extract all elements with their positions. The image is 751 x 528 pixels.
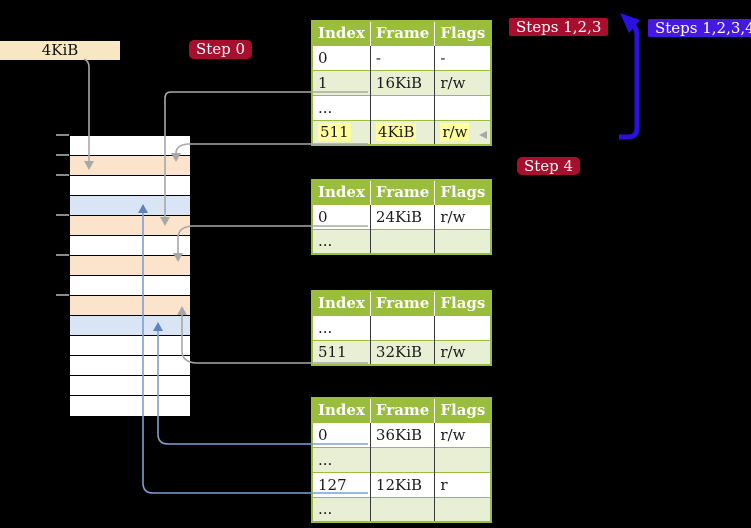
column-header: Index: [312, 291, 371, 315]
frame-cell: [369, 446, 435, 472]
step0-badge: Step 0: [189, 40, 253, 59]
flags-cell: r/w: [434, 203, 492, 229]
column-header: Flags: [434, 398, 492, 422]
flags-cell: r/w: [434, 421, 492, 447]
memory-frame-row-white: [70, 136, 190, 156]
big-walk-arrow: [619, 19, 640, 140]
index-cell: 511: [312, 339, 371, 365]
steps1234-badge: Steps 1,2,3,4: [648, 19, 751, 37]
flags-cell: [434, 496, 492, 522]
index-cell: 127: [312, 471, 371, 497]
table-row: ...: [312, 94, 492, 120]
step4-badge: Step 4: [517, 157, 581, 175]
frame-cell: 32KiB: [369, 339, 435, 365]
frame-size-label: 4KiB: [0, 41, 120, 60]
column-header: Index: [312, 180, 371, 204]
table-row-highlighted: 511 4KiB r/w: [312, 119, 492, 145]
table-row: 511 32KiB r/w: [312, 339, 492, 365]
memory-frame-row-blue: [70, 196, 190, 216]
flags-cell: r/w: [434, 119, 492, 145]
flags-cell: [434, 314, 492, 340]
table-row: ...: [312, 446, 492, 472]
memory-frame-row-white: [70, 176, 190, 196]
flags-cell: [434, 94, 492, 120]
page-table-level2: Index Frame Flags ... 511 32KiB r/w: [311, 290, 493, 366]
memory-frame-row-peach: [70, 256, 190, 276]
memory-frame-row-white: [70, 396, 190, 416]
memory-frame-row-white: [70, 236, 190, 256]
page-table-level1: Index Frame Flags 0 36KiB r/w ... 127 12…: [311, 397, 493, 523]
memory-frame-row-blue: [70, 316, 190, 336]
flags-cell: r: [434, 471, 492, 497]
table-header-row: Index Frame Flags: [312, 398, 492, 422]
column-header: Index: [312, 398, 371, 422]
frame-cell: [369, 314, 435, 340]
column-header: Flags: [434, 180, 492, 204]
highlight-mark: 4KiB: [375, 123, 417, 142]
table-header-row: Index Frame Flags: [312, 21, 492, 45]
index-cell: ...: [312, 446, 371, 472]
memory-frame-row-white: [70, 336, 190, 356]
index-cell: 0: [312, 421, 371, 447]
flags-cell: r/w: [434, 339, 492, 365]
index-cell: 0: [312, 203, 371, 229]
column-header: Frame: [369, 180, 435, 204]
memory-frame-row-white: [70, 376, 190, 396]
index-cell: ...: [312, 94, 371, 120]
frame-cell: 4KiB: [369, 119, 435, 145]
memory-tick: [56, 254, 69, 256]
index-cell: ...: [312, 314, 371, 340]
column-header: Frame: [369, 21, 435, 45]
flags-cell: [434, 228, 492, 254]
column-header: Flags: [434, 291, 492, 315]
memory-tick: [56, 154, 69, 156]
page-table-level3: Index Frame Flags 0 24KiB r/w ...: [311, 179, 493, 255]
column-header: Index: [312, 21, 371, 45]
frame-cell: [369, 94, 435, 120]
memory-frame-row-peach: [70, 296, 190, 316]
memory-tick: [56, 214, 69, 216]
frame-cell: [369, 228, 435, 254]
index-cell: 1: [312, 69, 371, 95]
frame-cell: 16KiB: [369, 69, 435, 95]
memory-tick: [56, 174, 69, 176]
table-row: 0 - -: [312, 44, 492, 70]
table-header-row: Index Frame Flags: [312, 180, 492, 204]
memory-column: [69, 135, 191, 417]
index-cell: 511: [312, 119, 371, 145]
frame-cell: 24KiB: [369, 203, 435, 229]
flags-cell: -: [434, 44, 492, 70]
table-row: 0 24KiB r/w: [312, 203, 492, 229]
index-cell: 0: [312, 44, 371, 70]
page-table-level4: Index Frame Flags 0 - - 1 16KiB r/w ... …: [311, 20, 493, 146]
memory-frame-row-white: [70, 356, 190, 376]
memory-tick: [56, 134, 69, 136]
table-row: ...: [312, 314, 492, 340]
table-header-row: Index Frame Flags: [312, 291, 492, 315]
table-row: ...: [312, 228, 492, 254]
flags-cell: [434, 446, 492, 472]
index-cell: ...: [312, 496, 371, 522]
memory-frame-row-white: [70, 276, 190, 296]
frame-cell: 36KiB: [369, 421, 435, 447]
column-header: Frame: [369, 398, 435, 422]
column-header: Flags: [434, 21, 492, 45]
table-row: 0 36KiB r/w: [312, 421, 492, 447]
memory-frame-row-peach: [70, 156, 190, 176]
highlight-mark: 511: [318, 123, 351, 142]
frame-cell: 12KiB: [369, 471, 435, 497]
table-row: 127 12KiB r: [312, 471, 492, 497]
frame-cell: [369, 496, 435, 522]
arrowhead-upleft-icon: [620, 13, 640, 33]
memory-frame-row-peach: [70, 216, 190, 236]
table-row: 1 16KiB r/w: [312, 69, 492, 95]
index-cell: ...: [312, 228, 371, 254]
column-header: Frame: [369, 291, 435, 315]
steps123-badge: Steps 1,2,3: [509, 18, 609, 36]
memory-tick: [56, 294, 69, 296]
frame-cell: -: [369, 44, 435, 70]
flags-cell: r/w: [434, 69, 492, 95]
table-row: ...: [312, 496, 492, 522]
highlight-mark: r/w: [440, 123, 470, 142]
